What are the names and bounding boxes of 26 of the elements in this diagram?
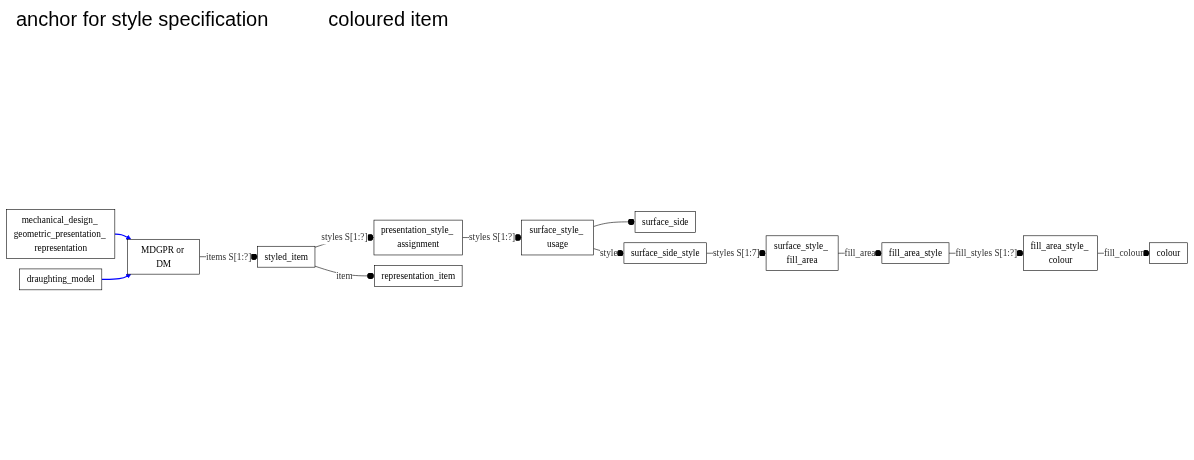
node-box: surface_side bbox=[634, 210, 696, 233]
node-box: MDGPR or DM bbox=[127, 238, 200, 275]
node-box: colour bbox=[1149, 242, 1188, 264]
node-box: surface_style_ fill_area bbox=[765, 235, 839, 271]
node-box: fill_area_style bbox=[881, 242, 950, 264]
edge-label: style bbox=[599, 247, 618, 258]
edge-label: styles S[1:?] bbox=[321, 232, 368, 242]
note-text: anchor for style specification bbox=[16, 8, 269, 31]
edge-label: fill_colour bbox=[1104, 247, 1144, 258]
node-box: surface_side_style bbox=[623, 242, 707, 264]
node-box: representation_item bbox=[374, 264, 463, 287]
node-box: fill_area_style_ colour bbox=[1023, 235, 1098, 271]
edge-label: styles S[1:?] bbox=[468, 232, 516, 242]
arrow bbox=[101, 273, 132, 280]
edge-label: styles S[1:7] bbox=[712, 247, 760, 258]
node-box: styled_item bbox=[257, 245, 316, 268]
edge-label: fill_area bbox=[844, 247, 876, 258]
edge-label: items S[1:?] bbox=[206, 251, 252, 262]
node-box: draughting_model bbox=[19, 268, 103, 290]
node-box: surface_style_ usage bbox=[521, 219, 594, 255]
node-box: presentation_style_ assignment bbox=[373, 219, 463, 255]
note-text: coloured item bbox=[328, 8, 449, 31]
edge-label: item bbox=[336, 270, 353, 281]
arrow bbox=[114, 233, 132, 240]
edge-label: fill_styles S[1:?] bbox=[955, 247, 1018, 258]
node-box: mechanical_design_ geometric_presentation_ representation bbox=[6, 209, 116, 259]
